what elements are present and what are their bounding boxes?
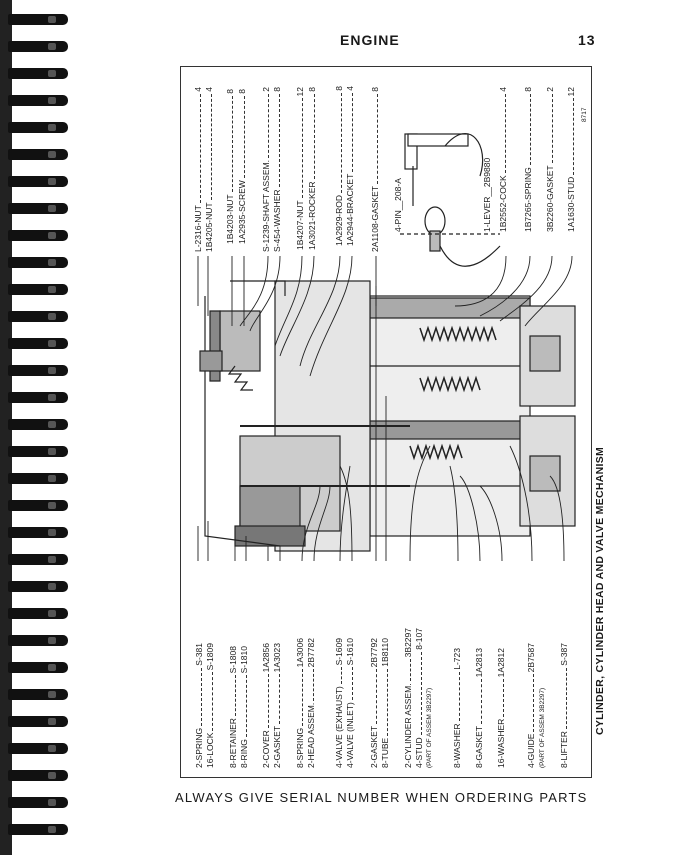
inset-label-lever: 1-LEVER__2B9880	[482, 157, 492, 232]
binder-ring	[8, 716, 68, 727]
binder-ring	[8, 635, 68, 646]
binder-ring	[8, 149, 68, 160]
binder-ring	[8, 743, 68, 754]
binder-ring	[8, 392, 68, 403]
binder-ring	[8, 554, 68, 565]
figure-code: 8717	[581, 107, 588, 122]
inset-label-pin: 4-PIN__208-A	[393, 178, 403, 232]
engine-exploded-diagram	[197, 133, 576, 562]
page-footer: ALWAYS GIVE SERIAL NUMBER WHEN ORDERING …	[175, 790, 588, 805]
binder-ring	[8, 662, 68, 673]
binder-ring	[8, 41, 68, 52]
page-number: 13	[578, 32, 596, 48]
binder-ring	[8, 203, 68, 214]
binder-ring	[8, 446, 68, 457]
binder-ring	[8, 257, 68, 268]
binder-ring	[8, 284, 68, 295]
binder-ring	[8, 68, 68, 79]
section-title: ENGINE	[340, 32, 400, 48]
binder-ring	[8, 230, 68, 241]
part-label: 4-VALVE (EXHAUST)S-1609	[334, 638, 344, 768]
spiral-binding	[0, 0, 72, 855]
binder-ring	[8, 365, 68, 376]
figure-caption: CYLINDER, CYLINDER HEAD AND VALVE MECHAN…	[594, 446, 606, 735]
part-label: 2-HEAD ASSEM.2B7782	[306, 638, 316, 768]
binder-ring	[8, 122, 68, 133]
binder-ring	[8, 824, 68, 835]
binder-ring	[8, 473, 68, 484]
binder-ring	[8, 797, 68, 808]
binder-ring	[8, 95, 68, 106]
binder-ring	[8, 419, 68, 430]
part-label: 2-CYLINDER ASSEM.3B2297	[403, 628, 413, 768]
guide-note: (PART OF ASSEM 3B2297)	[539, 687, 546, 768]
binder-ring	[8, 527, 68, 538]
binder-ring	[8, 500, 68, 511]
binder-ring	[8, 338, 68, 349]
binder-ring	[8, 581, 68, 592]
part-label: 4-VALVE (INLET)S-1610	[345, 638, 355, 768]
diagram-frame	[180, 66, 592, 778]
binder-ring	[8, 176, 68, 187]
binder-ring	[8, 689, 68, 700]
part-label: S-1239-SHAFT ASSEM.2	[261, 87, 271, 252]
binder-ring	[8, 311, 68, 322]
binder-ring	[8, 770, 68, 781]
binder-ring	[8, 14, 68, 25]
stud-note: (PART OF ASSEM 3B2297)	[426, 687, 433, 768]
binder-ring	[8, 608, 68, 619]
